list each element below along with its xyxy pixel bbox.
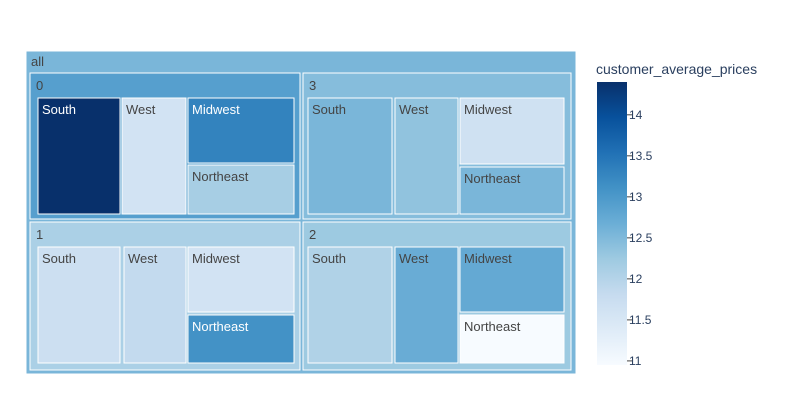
treemap-leaf-label-3-south: South	[312, 102, 346, 117]
treemap-leaf-label-1-south: South	[42, 251, 76, 266]
treemap-leaf-tile-1-midwest[interactable]	[187, 246, 295, 313]
treemap-leaf-tile-0-midwest[interactable]	[187, 97, 295, 164]
treemap-leaf-label-1-midwest: Midwest	[192, 251, 240, 266]
treemap-leaf-tile-2-midwest[interactable]	[459, 246, 565, 313]
treemap-leaf-tile-3-midwest[interactable]	[459, 97, 565, 165]
treemap-leaf-tile-1-west[interactable]	[123, 246, 187, 364]
colorbar: customer_average_prices 11 11.5 12 12.5 13 13…	[596, 61, 757, 368]
treemap-leaf-tile-3-south[interactable]	[307, 97, 393, 215]
treemap-leaf-tile-1-northeast[interactable]	[187, 314, 295, 364]
treemap-leaf-label-2-south: South	[312, 251, 346, 266]
treemap-leaf-tile-3-northeast[interactable]	[459, 166, 565, 215]
treemap-leaf-tile-0-northeast[interactable]	[187, 164, 295, 215]
treemap-group-label-3: 3	[309, 78, 316, 93]
colorbar-tick-label: 11.5	[629, 313, 652, 327]
colorbar-ticks: 11 11.5 12 12.5 13 13.5 14	[627, 108, 653, 368]
treemap-leaf-label-3-west: West	[399, 102, 429, 117]
treemap-leaf-tile-3-west[interactable]	[394, 97, 459, 215]
colorbar-title: customer_average_prices	[596, 61, 757, 77]
treemap-group-label-1: 1	[36, 227, 43, 242]
treemap-leaf-label-2-midwest: Midwest	[464, 251, 512, 266]
treemap-leaf-label-0-northeast: Northeast	[192, 169, 249, 184]
colorbar-gradient	[597, 82, 627, 365]
treemap-leaf-label-0-west: West	[126, 102, 156, 117]
treemap-leaf-label-1-northeast: Northeast	[192, 319, 249, 334]
treemap-leaf-tile-1-south[interactable]	[37, 246, 121, 364]
treemap-group-label-0: 0	[36, 78, 43, 93]
colorbar-tick-label: 12.5	[629, 231, 653, 245]
colorbar-tick-label: 13	[629, 190, 643, 204]
treemap-leaf-tile-2-northeast[interactable]	[459, 314, 565, 364]
treemap-leaf-tile-2-west[interactable]	[394, 246, 459, 364]
treemap-leaf-label-0-midwest: Midwest	[192, 102, 240, 117]
treemap-leaf-label-2-west: West	[399, 251, 429, 266]
treemap-leaf-label-1-west: West	[128, 251, 158, 266]
treemap-leaf-label-3-midwest: Midwest	[464, 102, 512, 117]
treemap-leaf-label-0-south: South	[42, 102, 76, 117]
treemap-root-label: all	[31, 54, 44, 69]
treemap-group-label-2: 2	[309, 227, 316, 242]
treemap-leaf-label-3-northeast: Northeast	[464, 171, 521, 186]
colorbar-tick-label: 12	[629, 272, 643, 286]
colorbar-tick-label: 11	[629, 354, 642, 368]
treemap-leaf-tile-0-south[interactable]	[37, 97, 121, 215]
colorbar-tick-label: 13.5	[629, 149, 653, 163]
treemap-leaf-tile-2-south[interactable]	[307, 246, 393, 364]
colorbar-tick-label: 14	[629, 108, 643, 122]
treemap-leaf-tile-0-west[interactable]	[121, 97, 187, 215]
treemap-leaf-label-2-northeast: Northeast	[464, 319, 521, 334]
